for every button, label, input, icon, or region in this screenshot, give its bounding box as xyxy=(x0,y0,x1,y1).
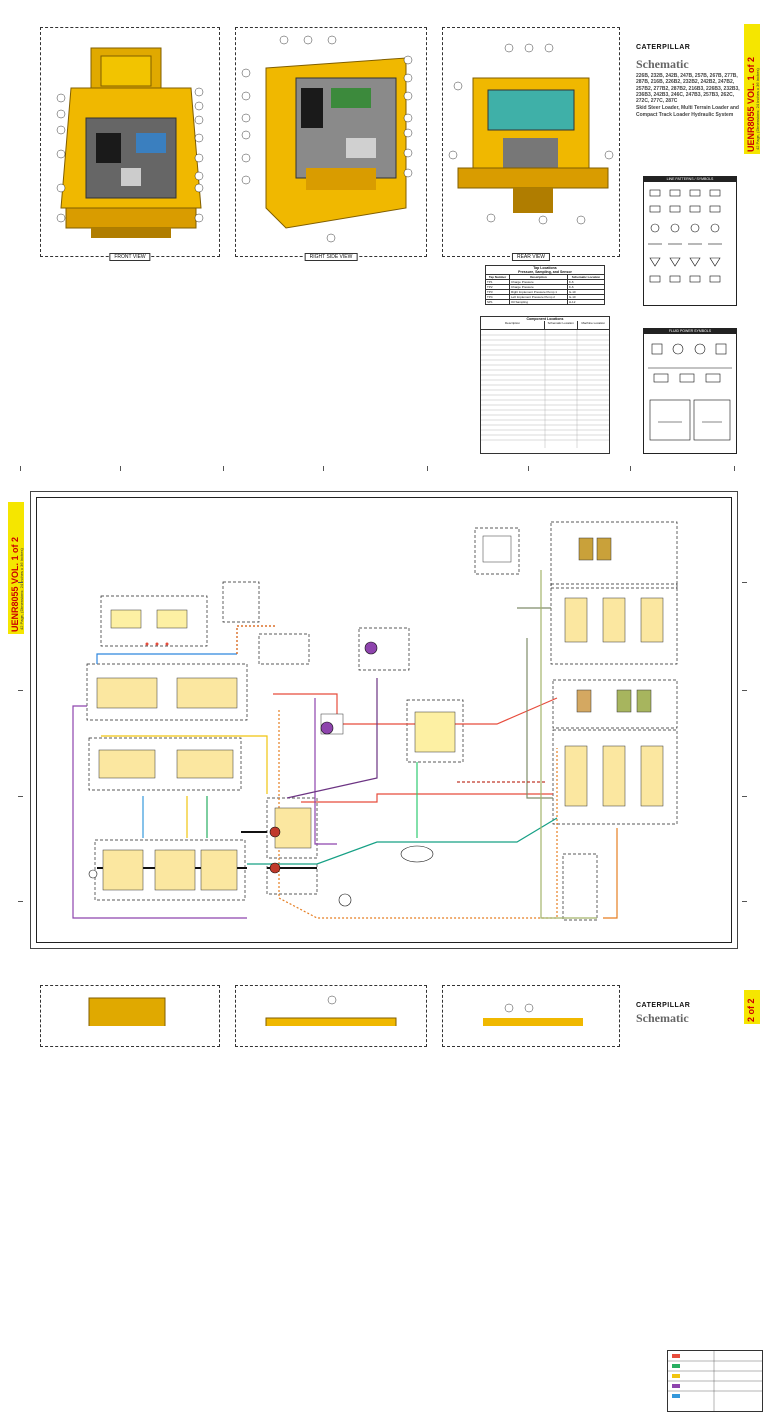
tick xyxy=(18,796,23,797)
front-view-panel-bottom xyxy=(40,985,220,1047)
tick xyxy=(20,466,21,471)
rear-view-panel: REAR VIEW xyxy=(442,27,620,261)
tick xyxy=(630,466,631,471)
schematic-title-block xyxy=(667,1350,763,1412)
legend2-title: FLUID POWER SYMBOLS xyxy=(644,329,736,334)
legend2-symbols xyxy=(648,343,732,441)
tap-header-location: Schematic Location xyxy=(566,274,606,280)
pages-note-top: 42 Page, (Dimensions: 24 Inches x 36 Inc… xyxy=(755,68,760,150)
component-locations-table: Component Locations Description Schemati… xyxy=(480,316,610,454)
right-side-view-panel: RIGHT SIDE VIEW xyxy=(235,27,427,261)
tick xyxy=(18,690,23,691)
legend1-title: LINE PATTERNS / SYMBOLS xyxy=(644,177,736,182)
doc-id-band-schematic xyxy=(8,502,24,634)
rear-view-bottom-illustration xyxy=(483,1003,583,1028)
front-view-bottom-illustration xyxy=(88,997,166,1029)
cell: SP1 xyxy=(484,299,511,305)
pages-note-schematic: 42 Page, (Dimensions: 24 Inches x 36 Inc… xyxy=(19,548,24,630)
cell: H-12 xyxy=(566,299,606,305)
subtitle: Skid Steer Loader, Multi Terrain Loader … xyxy=(636,105,739,118)
front-view-machine-illustration xyxy=(56,47,204,238)
tick xyxy=(223,466,224,471)
tick xyxy=(742,796,747,797)
component-header-schematic: Schematic Location xyxy=(545,321,578,329)
schematic-title-bottom: Schematic xyxy=(636,1011,689,1025)
doc-id-bottom: 2 of 2 xyxy=(746,998,756,1022)
tap-table-title: Tap Locations xyxy=(533,266,557,270)
line-patterns-legend: LINE PATTERNS / SYMBOLS xyxy=(643,176,737,306)
models-list: 226B, 232B, 242B, 247B, 257B, 267B, 277B… xyxy=(636,73,740,104)
hydraulic-schematic xyxy=(36,497,763,1412)
component-table-title: Component Locations xyxy=(526,317,564,321)
tick xyxy=(528,466,529,471)
tick xyxy=(742,901,747,902)
tick xyxy=(734,466,735,471)
tick xyxy=(18,582,23,583)
brand-logo: CATERPILLAR xyxy=(636,44,691,51)
tick xyxy=(18,901,23,902)
component-header-description: Description xyxy=(481,321,545,329)
fluid-power-symbols-legend: FLUID POWER SYMBOLS xyxy=(643,328,737,454)
tick xyxy=(742,582,747,583)
component-header-machine: Machine Location xyxy=(581,321,605,325)
legend1-symbols xyxy=(648,189,722,283)
right-side-view-machine-illustration xyxy=(241,35,413,243)
tap-header-number: Tap Number xyxy=(484,274,511,280)
doc-id-band-bottom xyxy=(744,990,760,1024)
rear-view-caption: REAR VIEW xyxy=(511,253,551,261)
schematic-outer-border xyxy=(30,491,738,949)
front-view-panel: FRONT VIEW xyxy=(40,27,220,261)
front-view-caption: FRONT VIEW xyxy=(109,253,151,261)
right-side-view-bottom-illustration xyxy=(265,995,397,1029)
title-block: CATERPILLAR Schematic 226B, 232B, 242B, … xyxy=(636,44,740,118)
tap-table-subtitle: Pressure, Sampling, and Sensor xyxy=(518,270,572,274)
right-side-view-caption: RIGHT SIDE VIEW xyxy=(304,253,358,261)
doc-id-band-top xyxy=(744,24,760,154)
brand-logo-bottom: CATERPILLAR xyxy=(636,1002,691,1009)
tick xyxy=(120,466,121,471)
tick xyxy=(742,690,747,691)
tick xyxy=(427,466,428,471)
rear-view-panel-bottom xyxy=(442,985,620,1047)
tick xyxy=(323,466,324,471)
schematic-legend-grid xyxy=(668,1351,762,1411)
component-table-grid xyxy=(481,330,609,448)
schematic-title: Schematic xyxy=(636,57,689,71)
hydraulic-schematic-drawing xyxy=(72,521,678,921)
cell: Oil Sampling xyxy=(509,299,568,305)
rear-view-machine-illustration xyxy=(448,43,614,225)
right-side-view-panel-bottom xyxy=(235,985,427,1047)
title-block-bottom: CATERPILLAR Schematic xyxy=(636,1002,690,1026)
